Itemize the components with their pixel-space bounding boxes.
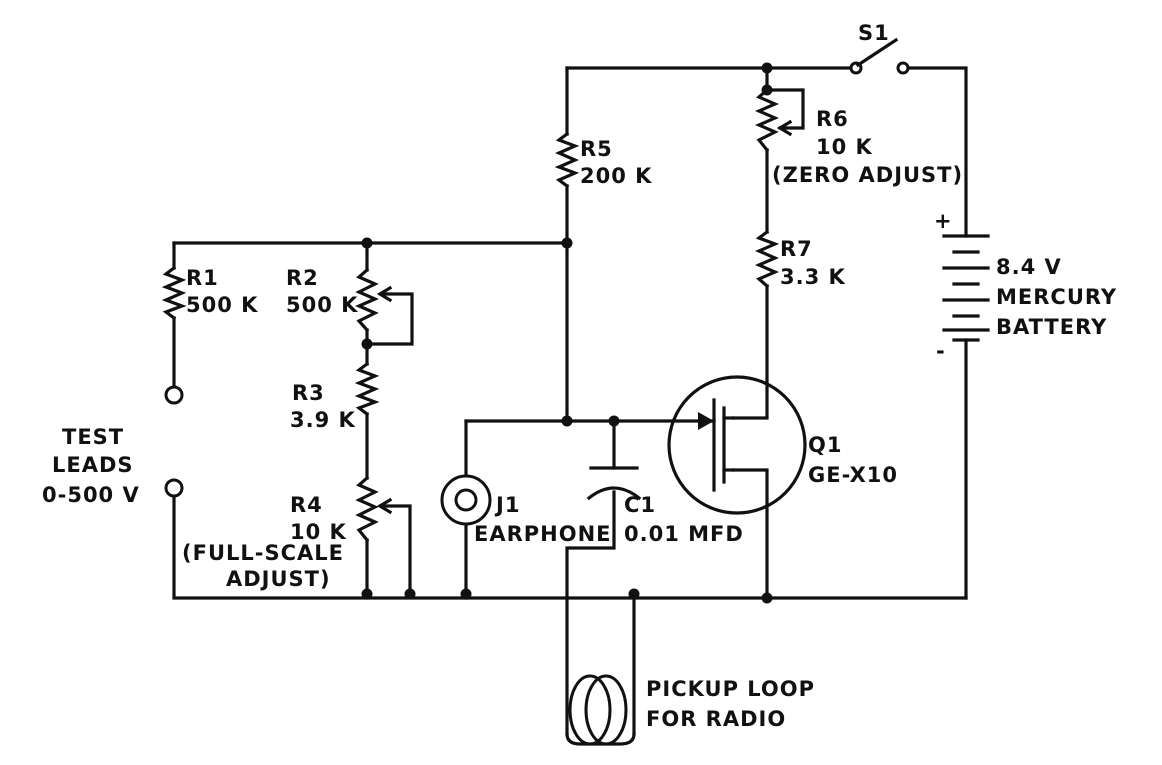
pickup-loop-coil	[565, 674, 636, 746]
q1-ref: Q1	[808, 433, 842, 457]
test-leads-range: 0-500 V	[42, 483, 140, 507]
battery-plus-sign: +	[934, 209, 953, 233]
resistor-r2	[355, 267, 393, 333]
earphone-jack-j1	[440, 474, 492, 526]
battery-minus-sign: -	[936, 339, 946, 363]
r7-value: 3.3 K	[780, 265, 846, 289]
switch-s1: S1	[849, 21, 910, 75]
test-leads-line2: LEADS	[52, 453, 134, 477]
wires	[172, 66, 968, 736]
transistor-q1	[667, 375, 807, 515]
r2-value: 500 K	[286, 293, 358, 317]
r3-ref: R3	[292, 381, 325, 405]
battery-voltage: 8.4 V	[996, 255, 1062, 279]
resistor-r4	[355, 475, 393, 543]
resistor-r5	[554, 131, 580, 189]
r1-ref: R1	[186, 266, 219, 290]
r1-value: 500 K	[186, 293, 258, 317]
j1-ref: J1	[494, 493, 520, 517]
r4-note-line2: ADJUST)	[226, 567, 331, 591]
resistor-r3	[354, 361, 380, 417]
r3-value: 3.9 K	[290, 408, 356, 432]
battery-type-line2: BATTERY	[996, 315, 1107, 339]
resistor-r7	[755, 229, 780, 289]
switch-s1-label: S1	[858, 21, 890, 45]
r4-note-line1: (FULL-SCALE	[182, 541, 344, 565]
c1-value: 0.01 MFD	[624, 522, 744, 546]
r6-ref: R6	[816, 107, 849, 131]
battery: + -	[934, 209, 990, 363]
r5-ref: R5	[580, 137, 613, 161]
q1-part: GE-X10	[808, 463, 898, 487]
r7-ref: R7	[780, 237, 813, 261]
r6-value: 10 K	[816, 135, 873, 159]
test-leads-line1: TEST	[62, 425, 124, 449]
c1-ref: C1	[624, 493, 656, 517]
labels: R1 500 K R2 500 K R3 3.9 K R4 10 K (FULL…	[42, 107, 1117, 731]
j1-desc: EARPHONE	[474, 522, 612, 546]
resistor-r1	[161, 265, 187, 321]
test-lead-terminals	[164, 385, 184, 498]
resistor-r6	[755, 87, 793, 153]
battery-type-line1: MERCURY	[996, 285, 1117, 309]
capacitor-c1	[586, 466, 642, 501]
r5-value: 200 K	[580, 164, 652, 188]
r4-ref: R4	[290, 493, 323, 517]
r6-note: (ZERO ADJUST)	[772, 163, 963, 187]
r2-ref: R2	[286, 266, 319, 290]
pickup-loop-line1: PICKUP LOOP	[646, 677, 815, 701]
r4-value: 10 K	[290, 520, 347, 544]
pickup-loop-line2: FOR RADIO	[646, 707, 786, 731]
